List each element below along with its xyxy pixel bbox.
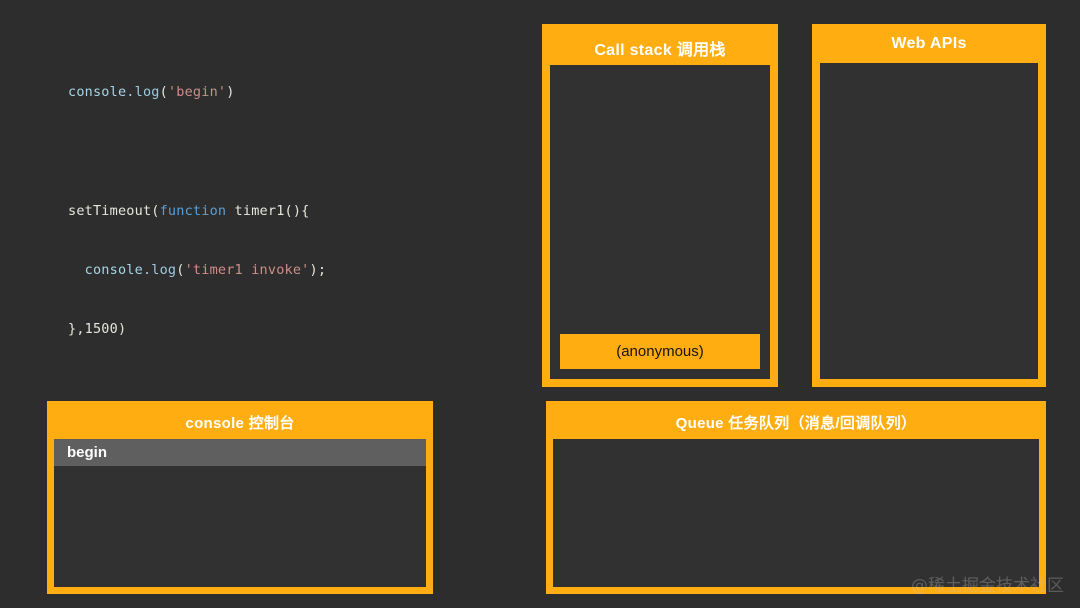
code-line-3: setTimeout(function timer1(){	[68, 202, 310, 219]
console-panel: console 控制台 begin	[47, 401, 433, 594]
web-apis-title: Web APIs	[891, 35, 967, 52]
code-line-4: console.log('timer1 invoke');	[84, 261, 327, 278]
queue-body	[553, 439, 1039, 587]
console-row[interactable]: begin	[54, 439, 426, 466]
code-token-keyword: function	[159, 202, 227, 219]
code-token-method: .log	[126, 84, 160, 101]
web-apis-panel: Web APIs	[812, 24, 1046, 387]
call-stack-title: Call stack 调用栈	[594, 42, 726, 59]
code-line-blank	[68, 379, 508, 399]
code-line-blank	[68, 143, 508, 163]
code-token-object: console	[68, 84, 127, 101]
call-stack-frame[interactable]: (anonymous)	[560, 334, 760, 369]
console-body: begin	[54, 439, 426, 587]
code-token-string: 'begin'	[167, 84, 227, 101]
call-stack-panel: Call stack 调用栈 (anonymous)	[542, 24, 778, 387]
call-stack-body: (anonymous)	[550, 65, 770, 379]
code-token-settimeout: setTimeout	[68, 202, 152, 219]
web-apis-body	[820, 63, 1038, 379]
code-line-1: console.log('begin')	[68, 84, 235, 101]
console-title: console 控制台	[185, 415, 295, 432]
code-line-5: },1500)	[68, 320, 127, 337]
queue-title: Queue 任务队列（消息/回调队列）	[675, 415, 917, 432]
queue-panel: Queue 任务队列（消息/回调队列）	[546, 401, 1046, 594]
